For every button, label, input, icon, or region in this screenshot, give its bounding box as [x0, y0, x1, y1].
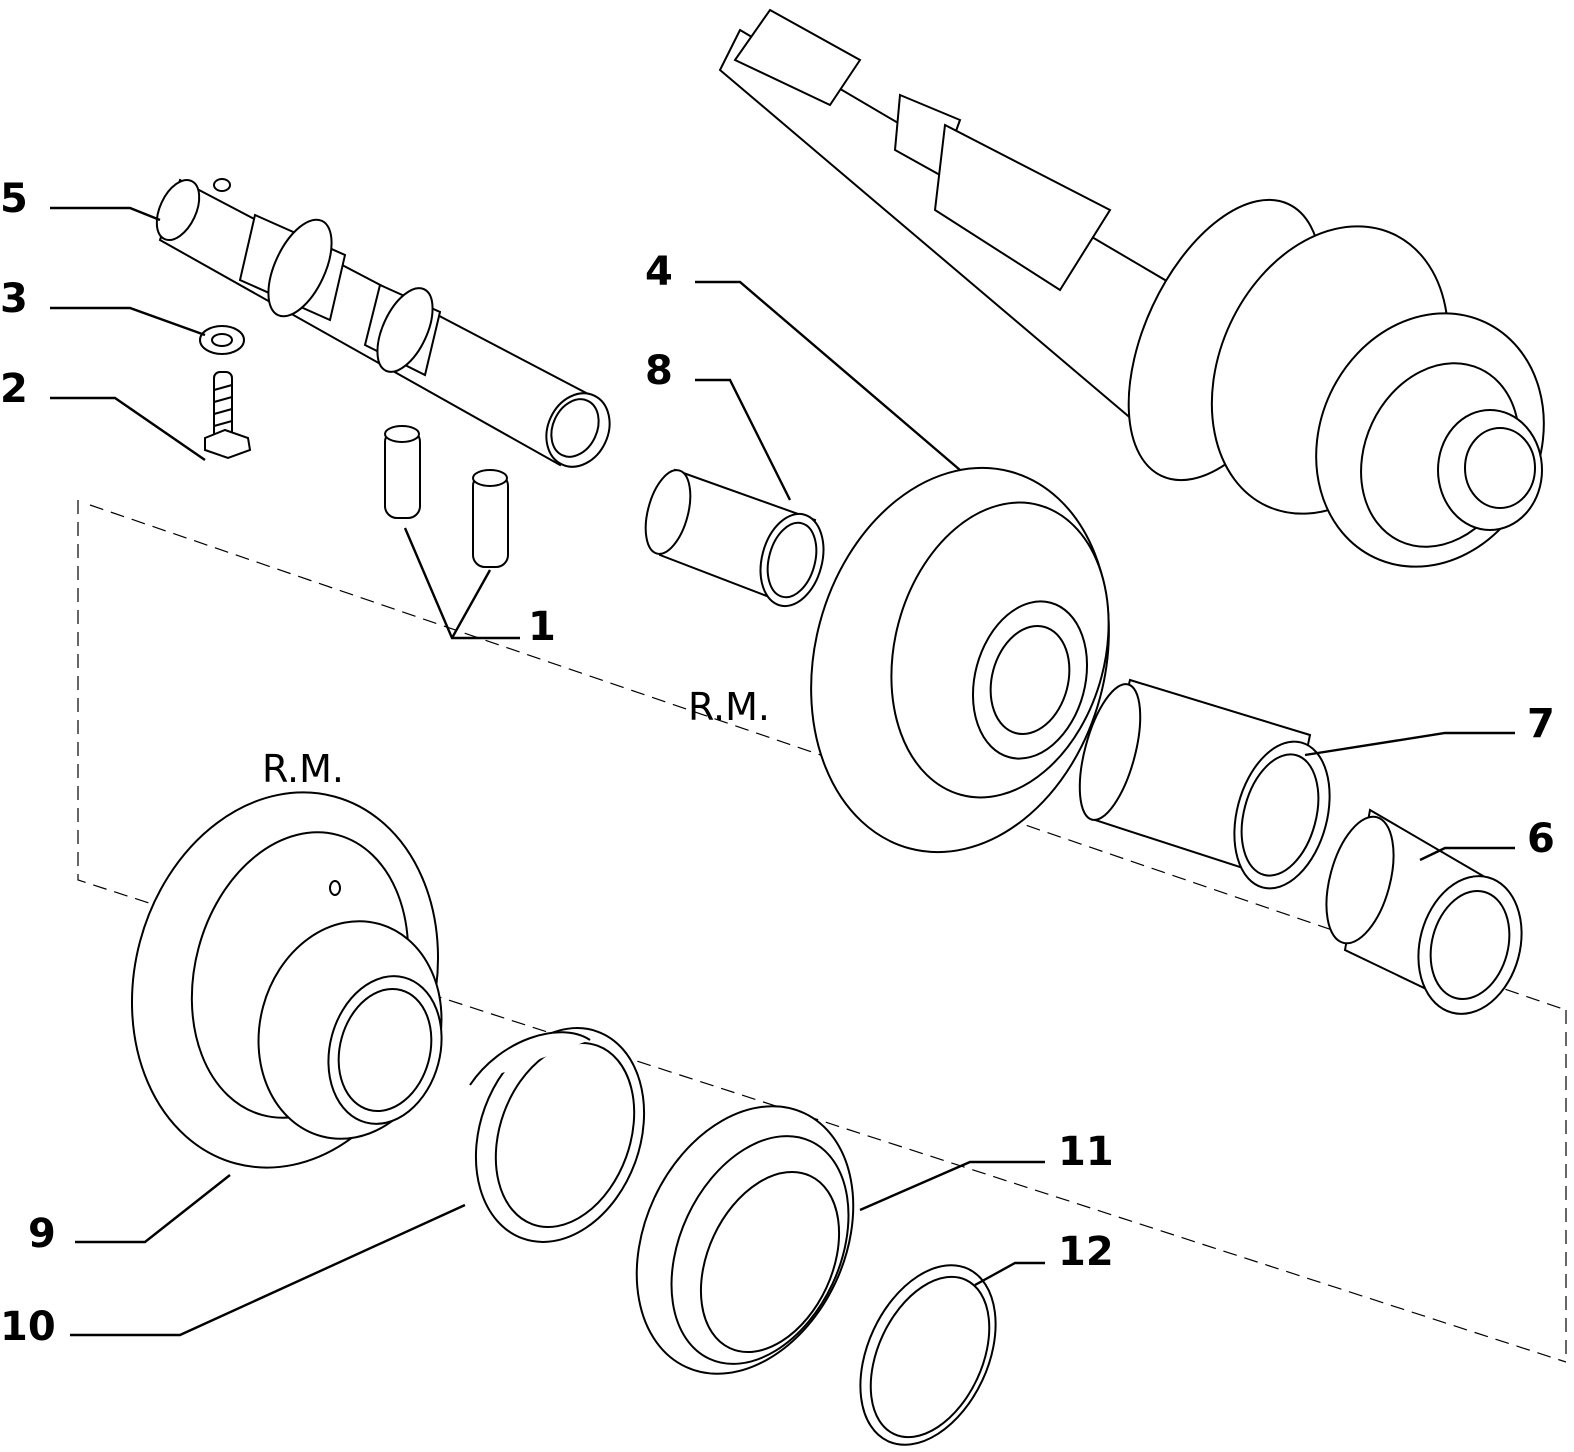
note-rm-gear-9: R.M.: [262, 747, 344, 791]
callout-2: 2: [0, 366, 28, 412]
callout-9: 9: [28, 1211, 56, 1257]
callout-7: 7: [1527, 701, 1555, 747]
bush-part-6: [1325, 808, 1523, 1015]
synchronizer-sleeve-part-11: [635, 1105, 855, 1375]
leader-lines: [50, 206, 1515, 1337]
idler-gear-part-4: [810, 466, 1110, 854]
callout-6: 6: [1527, 816, 1555, 862]
callout-1: 1: [528, 604, 556, 650]
note-rm-gear-4: R.M.: [688, 685, 770, 729]
callout-4: 4: [645, 249, 673, 295]
circlip-part-12: [859, 1264, 997, 1446]
main-shaft-assembly: [718, 8, 1545, 568]
callout-10: 10: [0, 1304, 56, 1350]
callout-3: 3: [0, 276, 28, 322]
bolt-part-2: [204, 371, 252, 460]
callout-5: 5: [0, 176, 28, 222]
callout-12: 12: [1058, 1229, 1114, 1275]
idler-shaft-part-5: [155, 178, 611, 468]
gear-part-9: [130, 791, 443, 1169]
callout-11: 11: [1058, 1129, 1114, 1175]
needle-bearing-part-8: [644, 468, 825, 608]
callout-8: 8: [645, 348, 673, 394]
washer-part-3: [199, 325, 245, 355]
needle-bearing-part-7: [1078, 678, 1331, 890]
pins-part-1: [384, 425, 509, 568]
synchro-ring-part-10: [469, 1027, 646, 1243]
